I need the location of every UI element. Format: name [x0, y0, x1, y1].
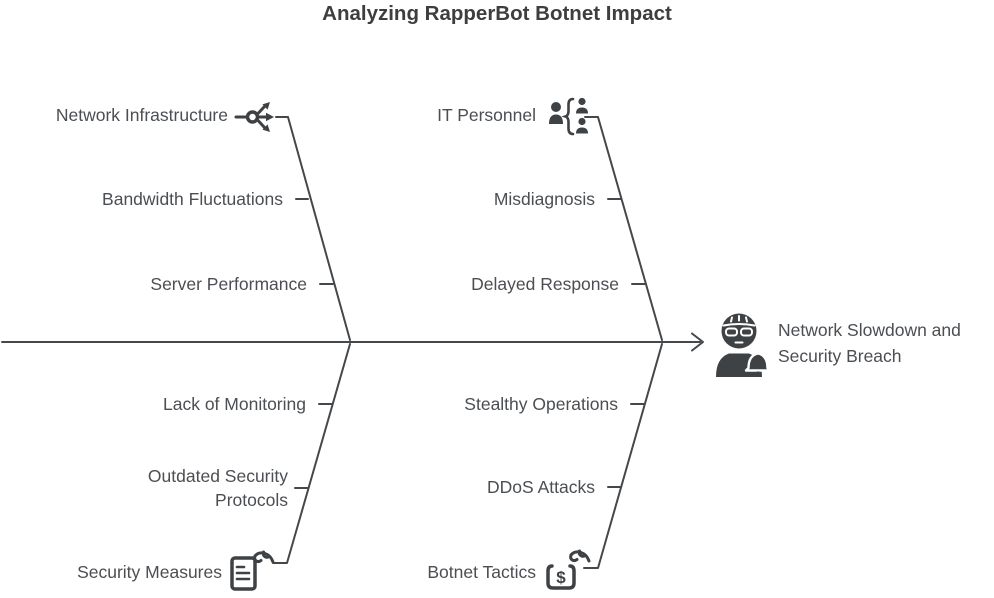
network-split-icon	[234, 102, 274, 132]
branch-line-top-right	[584, 116, 663, 341]
branch-line-bottom-left	[272, 343, 351, 564]
branch-label-it-personnel: IT Personnel	[437, 105, 536, 125]
cause-label-server-performance: Server Performance	[150, 274, 307, 294]
dollar-glyph: $	[556, 568, 566, 587]
cause-label-misdiagnosis: Misdiagnosis	[493, 189, 595, 209]
document-hand-icon	[230, 550, 275, 591]
hacker-alert-icon	[716, 313, 772, 377]
money-grab-icon: $	[546, 549, 591, 590]
cause-label-stealthy-operations: Stealthy Operations	[464, 394, 618, 414]
branch-line-bottom-right	[583, 343, 663, 569]
cause-label-outdated-security-protocols: Outdated Security Protocols	[147, 466, 288, 510]
team-hierarchy-icon	[549, 97, 588, 136]
branch-line-top-left	[275, 116, 351, 341]
cause-label-delayed-response: Delayed Response	[471, 274, 619, 294]
branch-label-botnet-tactics: Botnet Tactics	[427, 562, 536, 582]
branch-label-security-measures: Security Measures	[77, 562, 222, 582]
effect-label: Network Slowdown and Security Breach	[778, 320, 961, 366]
page-title: Analyzing RapperBot Botnet Impact	[322, 2, 672, 25]
branch-label-network-infrastructure: Network Infrastructure	[55, 105, 228, 125]
spine-arrowhead-icon	[691, 332, 704, 352]
cause-label-lack-of-monitoring: Lack of Monitoring	[163, 394, 306, 414]
cause-label-ddos-attacks: DDoS Attacks	[487, 477, 595, 497]
cause-label-bandwidth-fluctuations: Bandwidth Fluctuations	[102, 189, 283, 209]
